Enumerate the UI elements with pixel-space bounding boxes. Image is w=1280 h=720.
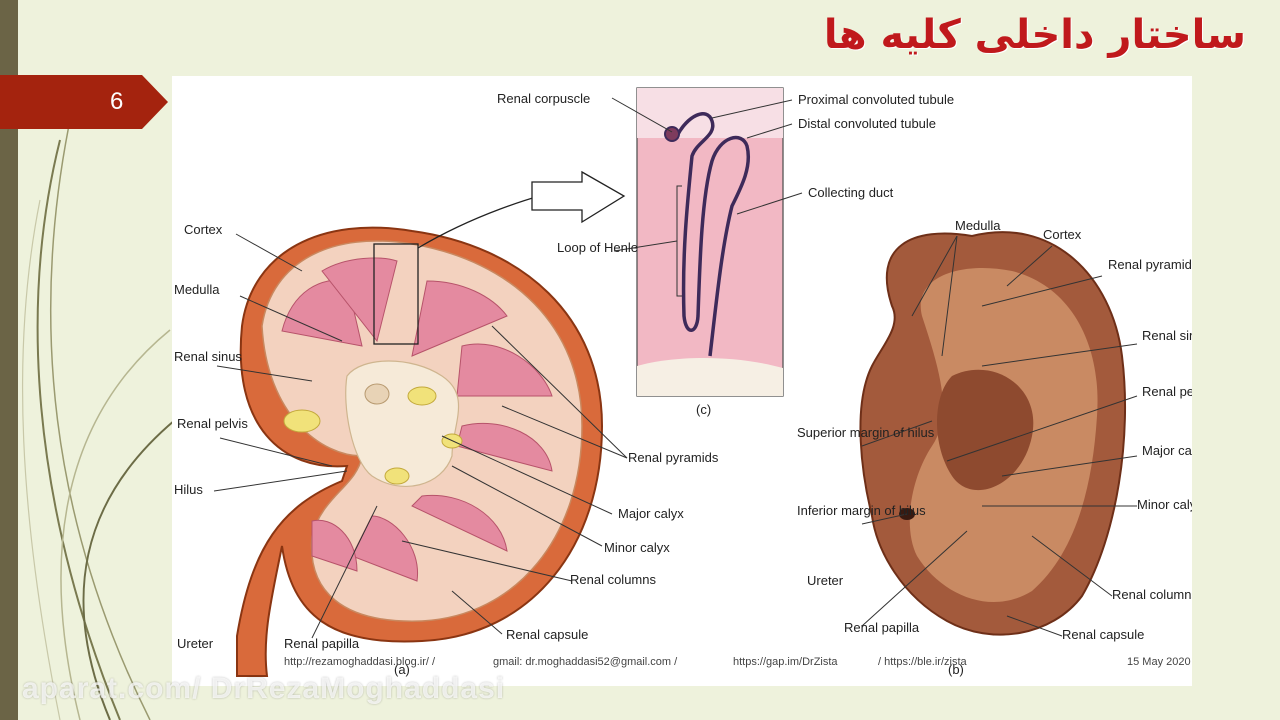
kidney-photo-b <box>859 231 1127 636</box>
leader-lines <box>213 97 1138 639</box>
slide-number: 6 <box>110 88 124 115</box>
label-b-medulla: Medulla <box>955 218 1001 233</box>
footer-date: 15 May 2020 <box>1127 656 1191 668</box>
label-a-renal-columns: Renal columns <box>570 572 656 587</box>
label-a-major-calyx: Major calyx <box>618 506 684 521</box>
label-a-hilus: Hilus <box>174 482 203 497</box>
label-c-loop-of-henle: Loop of Henle <box>557 240 638 255</box>
label-c-proximal-tubule: Proximal convoluted tubule <box>798 92 954 107</box>
label-a-renal-papilla: Renal papilla <box>284 636 360 651</box>
label-b-renal-papilla: Renal papilla <box>844 620 920 635</box>
label-b-minor-calyx: Minor calyx <box>1137 497 1192 512</box>
label-a-ureter: Ureter <box>177 636 214 651</box>
footer-blog: http://rezamoghaddasi.blog.ir/ / <box>284 656 436 668</box>
label-b-inferior-margin: Inferior margin of hilus <box>797 503 926 518</box>
label-b-renal-pelvis: Renal pelvis <box>1142 384 1192 399</box>
footer-ble: / https://ble.ir/zista <box>878 656 967 668</box>
decorative-curves <box>21 119 176 720</box>
label-b-renal-capsule: Renal capsule <box>1062 627 1144 642</box>
kidney-diagram: Cortex Medulla Renal sinus Renal pelvis … <box>174 87 1192 677</box>
label-b-renal-pyramids: Renal pyramids <box>1108 257 1192 272</box>
label-b-ureter: Ureter <box>807 573 844 588</box>
nephron-tubule <box>675 112 751 357</box>
nephron-panel-c <box>636 87 784 397</box>
zoom-box <box>373 243 419 345</box>
caption-b: (b) <box>948 662 964 677</box>
nephron-cortex-band <box>637 88 783 138</box>
nephron-papilla <box>637 358 783 396</box>
watermark: aparat.com/ DrRezaMoghaddasi <box>22 672 506 705</box>
label-b-major-calyx: Major calyx <box>1142 443 1192 458</box>
renal-pyramids-a <box>281 257 553 582</box>
label-a-renal-pyramids: Renal pyramids <box>628 450 719 465</box>
renal-sinus-cavity <box>364 383 390 405</box>
slide-title: ساختار داخلی کلیه ها <box>823 12 1246 58</box>
label-a-minor-calyx: Minor calyx <box>604 540 670 555</box>
label-c-renal-corpuscle: Renal corpuscle <box>497 91 590 106</box>
zoom-arrow-head <box>531 170 626 224</box>
label-a-renal-capsule: Renal capsule <box>506 627 588 642</box>
footer-gap: https://gap.im/DrZista <box>733 656 838 668</box>
kidney-photo-sinus <box>937 369 1034 491</box>
label-a-renal-sinus: Renal sinus <box>174 349 242 364</box>
label-a-cortex: Cortex <box>184 222 223 237</box>
label-b-cortex: Cortex <box>1043 227 1082 242</box>
label-c-collecting-duct: Collecting duct <box>808 185 894 200</box>
slide-number-tag <box>0 75 168 129</box>
label-b-renal-sinus: Renal sinus <box>1142 328 1192 343</box>
label-b-renal-columns: Renal columns <box>1112 587 1192 602</box>
label-a-renal-pelvis: Renal pelvis <box>177 416 248 431</box>
fat-deposits <box>283 386 463 485</box>
footer-gmail: gmail: dr.moghaddasi52@gmail.com / <box>493 656 678 668</box>
label-b-superior-margin: Superior margin of hilus <box>797 425 935 440</box>
caption-a: (a) <box>394 662 410 677</box>
left-accent-bar <box>0 0 18 720</box>
label-c-distal-tubule: Distal convoluted tubule <box>798 116 936 131</box>
figure-panel: Cortex Medulla Renal sinus Renal pelvis … <box>172 76 1192 686</box>
caption-c: (c) <box>696 402 711 417</box>
label-a-medulla: Medulla <box>174 282 220 297</box>
